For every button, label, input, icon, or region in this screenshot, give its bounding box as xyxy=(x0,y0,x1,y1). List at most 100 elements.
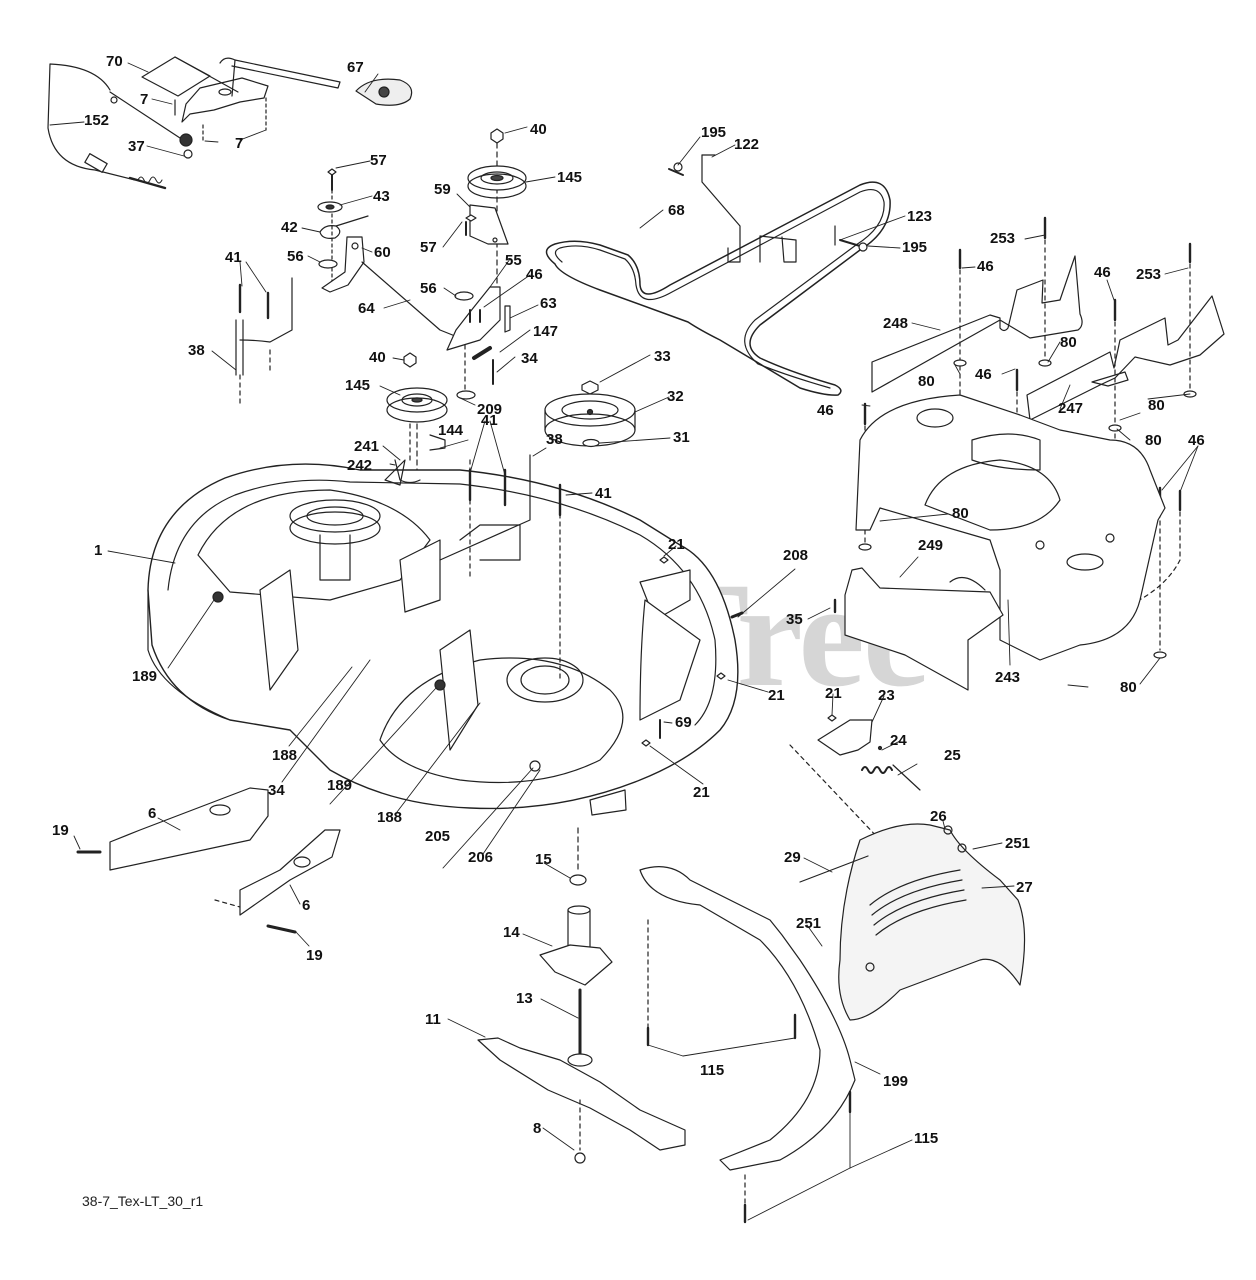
callout-35[interactable]: 35 xyxy=(786,611,803,628)
callout-42[interactable]: 42 xyxy=(281,219,298,236)
callout-195[interactable]: 195 xyxy=(701,124,727,141)
callout-46[interactable]: 46 xyxy=(526,266,543,283)
callout-14[interactable]: 14 xyxy=(503,924,520,941)
callout-6[interactable]: 6 xyxy=(148,805,157,822)
callout-147[interactable]: 147 xyxy=(533,323,559,340)
callout-195[interactable]: 195 xyxy=(902,239,928,256)
callout-46[interactable]: 46 xyxy=(817,402,834,419)
callout-152[interactable]: 152 xyxy=(84,112,110,129)
callout-57[interactable]: 57 xyxy=(420,239,437,256)
callout-80[interactable]: 80 xyxy=(1120,679,1137,696)
callout-21[interactable]: 21 xyxy=(768,687,785,704)
callout-68[interactable]: 68 xyxy=(668,202,685,219)
callout-67[interactable]: 67 xyxy=(347,59,364,76)
callout-253[interactable]: 253 xyxy=(990,230,1016,247)
callout-144[interactable]: 144 xyxy=(438,422,464,439)
callout-80[interactable]: 80 xyxy=(918,373,935,390)
callout-145[interactable]: 145 xyxy=(557,169,583,186)
callout-80[interactable]: 80 xyxy=(1060,334,1077,351)
callout-21[interactable]: 21 xyxy=(825,685,842,702)
callout-145[interactable]: 145 xyxy=(345,377,371,394)
callout-188[interactable]: 188 xyxy=(377,809,403,826)
callout-188[interactable]: 188 xyxy=(272,747,298,764)
callout-32[interactable]: 32 xyxy=(667,388,684,405)
callout-80[interactable]: 80 xyxy=(1148,397,1165,414)
callout-249[interactable]: 249 xyxy=(918,537,944,554)
callout-46[interactable]: 46 xyxy=(1094,264,1111,281)
callout-251[interactable]: 251 xyxy=(796,915,822,932)
callout-57[interactable]: 57 xyxy=(370,152,387,169)
callout-70[interactable]: 70 xyxy=(106,53,123,70)
callout-55[interactable]: 55 xyxy=(505,252,522,269)
callout-242[interactable]: 242 xyxy=(347,457,373,474)
callout-7[interactable]: 7 xyxy=(235,135,244,152)
callout-63[interactable]: 63 xyxy=(540,295,557,312)
callout-34[interactable]: 34 xyxy=(268,782,285,799)
callout-56[interactable]: 56 xyxy=(420,280,437,297)
callout-31[interactable]: 31 xyxy=(673,429,690,446)
callout-46[interactable]: 46 xyxy=(977,258,994,275)
callout-41[interactable]: 41 xyxy=(481,412,498,429)
spindle-pulley xyxy=(545,381,635,447)
callout-29[interactable]: 29 xyxy=(784,849,801,866)
callout-38[interactable]: 38 xyxy=(188,342,205,359)
callout-209[interactable]: 209 xyxy=(477,401,503,418)
callout-26[interactable]: 26 xyxy=(930,808,947,825)
callout-199[interactable]: 199 xyxy=(883,1073,909,1090)
callout-1[interactable]: 1 xyxy=(94,542,103,559)
callout-23[interactable]: 23 xyxy=(878,687,895,704)
callout-123[interactable]: 123 xyxy=(907,208,933,225)
callout-41[interactable]: 41 xyxy=(595,485,612,502)
callout-15[interactable]: 15 xyxy=(535,851,552,868)
callout-19[interactable]: 19 xyxy=(306,947,323,964)
callout-34[interactable]: 34 xyxy=(521,350,538,367)
callout-13[interactable]: 13 xyxy=(516,990,533,1007)
callout-189[interactable]: 189 xyxy=(132,668,158,685)
callout-205[interactable]: 205 xyxy=(425,828,451,845)
callout-33[interactable]: 33 xyxy=(654,348,671,365)
callout-24[interactable]: 24 xyxy=(890,732,907,749)
belt-cover xyxy=(856,395,1165,660)
callout-8[interactable]: 8 xyxy=(533,1120,542,1137)
callout-40[interactable]: 40 xyxy=(369,349,386,366)
callout-189[interactable]: 189 xyxy=(327,777,353,794)
callout-206[interactable]: 206 xyxy=(468,849,494,866)
belt-shield-247 xyxy=(1027,296,1224,420)
callout-248[interactable]: 248 xyxy=(883,315,909,332)
callout-60[interactable]: 60 xyxy=(374,244,391,261)
callout-243[interactable]: 243 xyxy=(995,669,1021,686)
callout-208[interactable]: 208 xyxy=(783,547,809,564)
callout-25[interactable]: 25 xyxy=(944,747,961,764)
callout-21[interactable]: 21 xyxy=(693,784,710,801)
callout-69[interactable]: 69 xyxy=(675,714,692,731)
callout-38[interactable]: 38 xyxy=(546,431,563,448)
callout-80[interactable]: 80 xyxy=(1145,432,1162,449)
callout-21[interactable]: 21 xyxy=(668,536,685,553)
callout-27[interactable]: 27 xyxy=(1016,879,1033,896)
leader-lines xyxy=(50,63,1198,1220)
callout-247[interactable]: 247 xyxy=(1058,400,1084,417)
callout-19[interactable]: 19 xyxy=(52,822,69,839)
callout-46[interactable]: 46 xyxy=(975,366,992,383)
callout-253[interactable]: 253 xyxy=(1136,266,1162,283)
callout-40[interactable]: 40 xyxy=(530,121,547,138)
callout-115[interactable]: 115 xyxy=(914,1130,939,1147)
callout-46[interactable]: 46 xyxy=(1188,432,1205,449)
belt-keeper-rod xyxy=(236,278,292,405)
callout-80[interactable]: 80 xyxy=(952,505,969,522)
callout-11[interactable]: 11 xyxy=(425,1011,441,1028)
callout-7[interactable]: 7 xyxy=(140,91,149,108)
callout-251[interactable]: 251 xyxy=(1005,835,1031,852)
callout-6[interactable]: 6 xyxy=(302,897,311,914)
callout-56[interactable]: 56 xyxy=(287,248,304,265)
callout-115[interactable]: 115 xyxy=(700,1062,725,1079)
callout-41[interactable]: 41 xyxy=(225,249,242,266)
callout-37[interactable]: 37 xyxy=(128,138,145,155)
callout-64[interactable]: 64 xyxy=(358,300,375,317)
callout-59[interactable]: 59 xyxy=(434,181,451,198)
mower-deck xyxy=(148,420,738,815)
callout-43[interactable]: 43 xyxy=(373,188,390,205)
callout-241[interactable]: 241 xyxy=(354,438,380,455)
callout-122[interactable]: 122 xyxy=(734,136,760,153)
